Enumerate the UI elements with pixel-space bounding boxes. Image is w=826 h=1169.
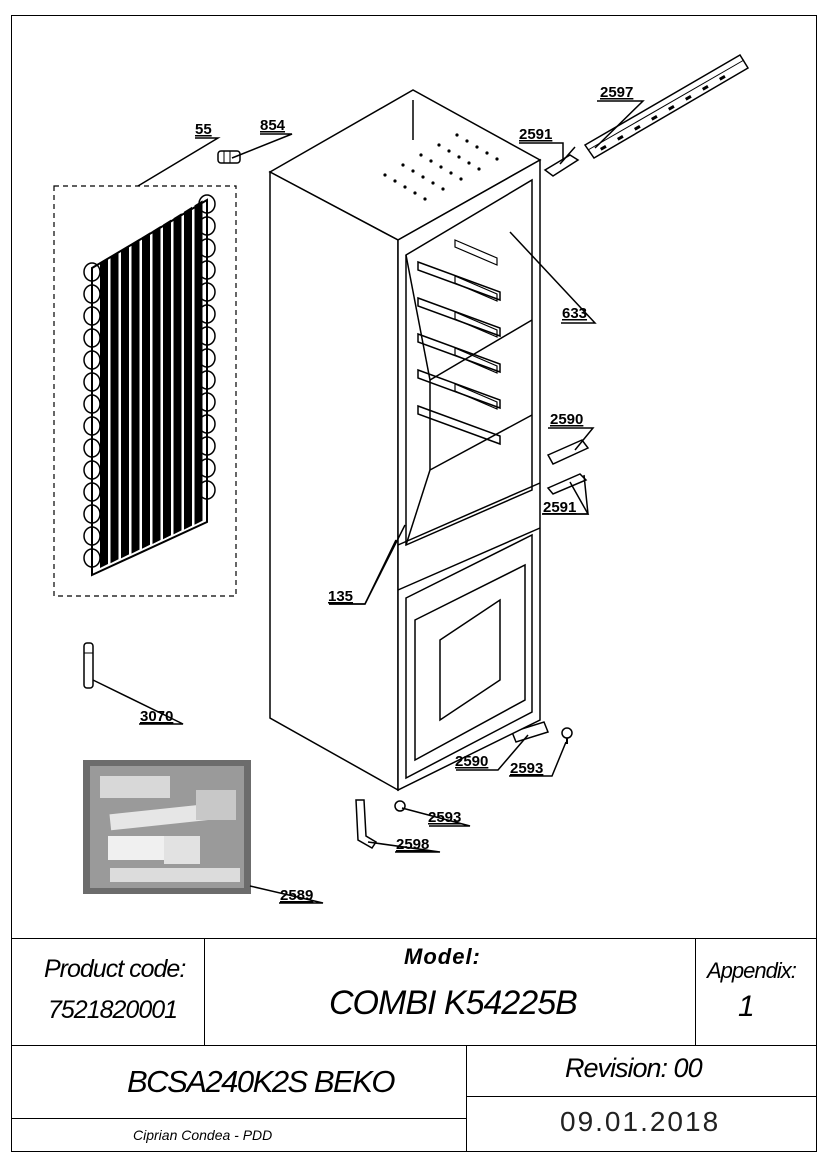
part-2593-foot-left: [394, 800, 406, 812]
shelf-guides: [417, 239, 501, 446]
product-code-value: 7521820001: [48, 996, 178, 1024]
callout-3070: 3070: [140, 708, 173, 725]
title-block-divider-1: [204, 938, 205, 1046]
cabinet-body: [268, 89, 542, 792]
callout-135: 135: [328, 588, 353, 605]
title-block-row-line: [11, 1045, 817, 1046]
model-value: COMBI K54225B: [329, 984, 578, 1022]
appendix-label: Appendix:: [707, 958, 797, 983]
revision-date: 09.01.2018: [560, 1106, 721, 1137]
callout-2589: 2589: [280, 887, 313, 904]
part-3070-pin: [83, 642, 94, 689]
part-2590-handle-right: [546, 439, 590, 465]
appendix-value: 1: [738, 990, 755, 1023]
title-block: [11, 938, 817, 1152]
product-code-label: Product code:: [44, 955, 186, 983]
callout-55: 55: [195, 121, 212, 138]
callout-2593-right: 2593: [510, 760, 543, 777]
drawing-sheet-border: [11, 15, 817, 1152]
part-2591-hinge-top: [543, 146, 580, 177]
product-name: BCSA240K2S BEKO: [127, 1064, 396, 1099]
model-label: Model:: [404, 944, 481, 969]
accessory-bag-photo: [83, 760, 251, 894]
part-2593-foot-right: [561, 727, 573, 744]
title-block-divider-2: [695, 938, 696, 1046]
title-block-row-line-left: [11, 1118, 466, 1119]
part-854-plug: [217, 150, 241, 164]
callout-2591-top: 2591: [519, 126, 552, 143]
part-2597-rail: [583, 53, 750, 159]
title-block-divider-3: [466, 1045, 467, 1152]
callout-2591-right: 2591: [543, 499, 576, 516]
callout-2590-right: 2590: [550, 411, 583, 428]
callout-2598: 2598: [396, 836, 429, 853]
revision: Revision: 00: [565, 1053, 703, 1083]
part-2591-hinge-right: [546, 473, 588, 495]
part-2590-handle-bottom: [511, 721, 549, 743]
condenser-part: [53, 185, 237, 597]
part-2598-bracket: [355, 799, 378, 849]
author: Ciprian Condea - PDD: [133, 1127, 273, 1143]
leader-lines: [92, 100, 645, 904]
callout-633: 633: [562, 305, 587, 322]
callout-2597: 2597: [600, 84, 633, 101]
title-block-row-line-right: [466, 1096, 817, 1097]
callout-854: 854: [260, 117, 286, 134]
callout-2590-bottom: 2590: [455, 753, 488, 770]
top-vent-holes: [383, 133, 499, 201]
callout-2593-bottom: 2593: [428, 809, 461, 826]
